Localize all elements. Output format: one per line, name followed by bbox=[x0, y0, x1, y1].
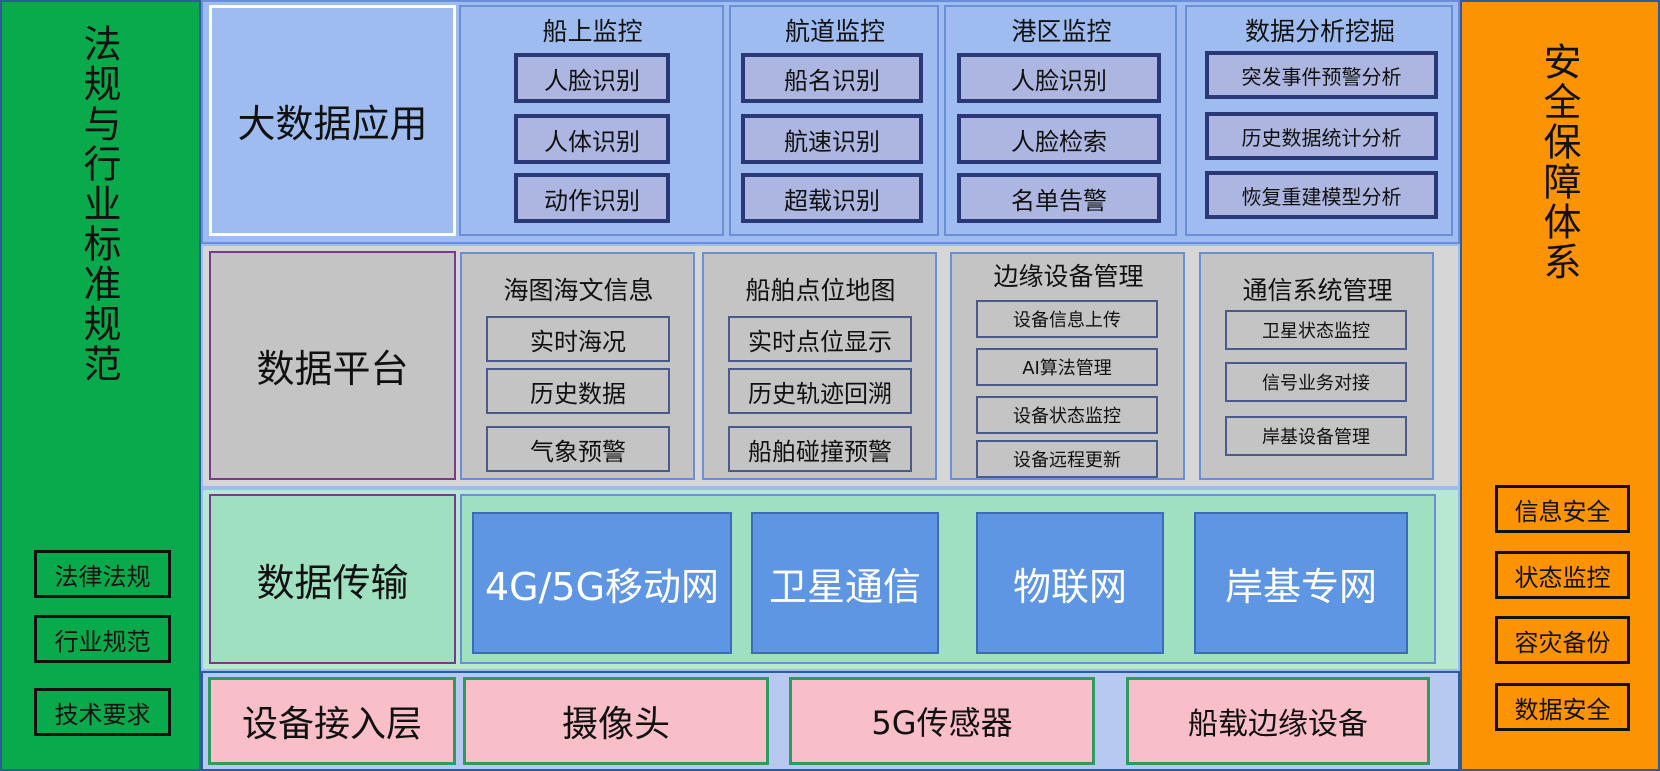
item-emergency-warning-analysis: 突发事件预警分析 bbox=[1205, 51, 1438, 99]
item-track-playback: 历史轨迹回溯 bbox=[728, 368, 912, 414]
item-realtime-position: 实时点位显示 bbox=[728, 316, 912, 362]
item-device-info-upload: 设备信息上传 bbox=[976, 300, 1158, 338]
item-satellite-status: 卫星状态监控 bbox=[1225, 310, 1407, 350]
module-data-mining: 数据分析挖掘 突发事件预警分析 历史数据统计分析 恢复重建模型分析 bbox=[1185, 5, 1453, 236]
item-body-recognition: 人体识别 bbox=[514, 114, 670, 164]
module-title: 船舶点位地图 bbox=[745, 276, 896, 305]
device-layer-title: 设备接入层 bbox=[208, 677, 456, 765]
device-edge-equipment: 船载边缘设备 bbox=[1126, 677, 1430, 765]
tag-status-monitor: 状态监控 bbox=[1495, 551, 1630, 599]
tag-disaster-backup: 容灾备份 bbox=[1495, 616, 1630, 664]
network-container: 4G/5G移动网 卫星通信 物联网 岸基专网 bbox=[460, 494, 1436, 664]
item-device-status-monitor: 设备状态监控 bbox=[976, 396, 1158, 434]
module-title: 航道监控 bbox=[784, 17, 885, 46]
item-ai-algorithm-management: AI算法管理 bbox=[976, 348, 1158, 386]
item-realtime-sea: 实时海况 bbox=[486, 316, 670, 362]
item-action-recognition: 动作识别 bbox=[514, 173, 670, 223]
item-speed-recognition: 航速识别 bbox=[741, 114, 923, 164]
regulations-column: 法规与行业标准规范 法律法规 行业规范 技术要求 bbox=[0, 0, 201, 771]
tag-tech-requirements: 技术要求 bbox=[34, 688, 171, 736]
network-iot: 物联网 bbox=[976, 512, 1164, 654]
security-title: 安全保障体系 bbox=[1537, 42, 1581, 282]
tag-industry-norms: 行业规范 bbox=[34, 615, 171, 663]
module-chart-hydrology: 海图海文信息 实时海况 历史数据 气象预警 bbox=[460, 252, 695, 480]
item-overload-recognition: 超载识别 bbox=[741, 173, 923, 223]
app-layer-title: 大数据应用 bbox=[209, 5, 456, 236]
item-historical-statistics-analysis: 历史数据统计分析 bbox=[1205, 112, 1438, 160]
regulations-title: 法规与行业标准规范 bbox=[77, 24, 121, 384]
module-communication-management: 通信系统管理 卫星状态监控 信号业务对接 岸基设备管理 bbox=[1199, 252, 1434, 480]
item-weather-warning: 气象预警 bbox=[486, 426, 670, 472]
item-ship-name-recognition: 船名识别 bbox=[741, 53, 923, 103]
tag-laws: 法律法规 bbox=[34, 550, 171, 598]
tag-data-security: 数据安全 bbox=[1495, 683, 1630, 731]
item-signal-business: 信号业务对接 bbox=[1225, 362, 1407, 402]
network-satellite: 卫星通信 bbox=[751, 512, 939, 654]
item-shore-device-management: 岸基设备管理 bbox=[1225, 416, 1407, 456]
module-ship-position-map: 船舶点位地图 实时点位显示 历史轨迹回溯 船舶碰撞预警 bbox=[702, 252, 937, 480]
network-4g5g: 4G/5G移动网 bbox=[472, 512, 732, 654]
security-column: 安全保障体系 信息安全 状态监控 容灾备份 数据安全 bbox=[1460, 0, 1660, 771]
item-recovery-model-analysis: 恢复重建模型分析 bbox=[1205, 171, 1438, 219]
item-face-recognition: 人脸识别 bbox=[957, 53, 1161, 103]
item-collision-warning: 船舶碰撞预警 bbox=[728, 426, 912, 472]
layer-data-transport: 数据传输 4G/5G移动网 卫星通信 物联网 岸基专网 bbox=[201, 488, 1460, 671]
module-title: 海图海文信息 bbox=[503, 276, 654, 305]
transport-layer-title: 数据传输 bbox=[209, 494, 456, 664]
device-camera: 摄像头 bbox=[463, 677, 769, 765]
module-title: 数据分析挖掘 bbox=[1244, 17, 1395, 46]
module-title: 港区监控 bbox=[1011, 17, 1112, 46]
layer-device-access: 设备接入层 摄像头 5G传感器 船载边缘设备 bbox=[201, 671, 1460, 771]
platform-layer-title: 数据平台 bbox=[209, 251, 456, 480]
module-channel-monitoring: 航道监控 船名识别 航速识别 超载识别 bbox=[729, 5, 939, 236]
module-port-monitoring: 港区监控 人脸识别 人脸检索 名单告警 bbox=[944, 5, 1177, 236]
item-list-alert: 名单告警 bbox=[957, 173, 1161, 223]
layer-big-data-application: 大数据应用 船上监控 人脸识别 人体识别 动作识别 航道监控 船名识别 航速识别… bbox=[201, 0, 1460, 244]
item-device-remote-update: 设备远程更新 bbox=[976, 440, 1158, 478]
item-face-search: 人脸检索 bbox=[957, 114, 1161, 164]
module-title: 船上监控 bbox=[542, 17, 643, 46]
layer-data-platform: 数据平台 海图海文信息 实时海况 历史数据 气象预警 船舶点位地图 实时点位显示… bbox=[201, 244, 1460, 488]
module-ship-monitoring: 船上监控 人脸识别 人体识别 动作识别 bbox=[459, 5, 724, 236]
device-5g-sensor: 5G传感器 bbox=[789, 677, 1095, 765]
module-title: 边缘设备管理 bbox=[993, 262, 1144, 291]
item-face-recognition: 人脸识别 bbox=[514, 53, 670, 103]
module-title: 通信系统管理 bbox=[1242, 276, 1393, 305]
item-historical-data: 历史数据 bbox=[486, 368, 670, 414]
network-shore-private: 岸基专网 bbox=[1194, 512, 1408, 654]
module-edge-device-management: 边缘设备管理 设备信息上传 AI算法管理 设备状态监控 设备远程更新 bbox=[950, 252, 1185, 480]
tag-info-security: 信息安全 bbox=[1495, 485, 1630, 533]
